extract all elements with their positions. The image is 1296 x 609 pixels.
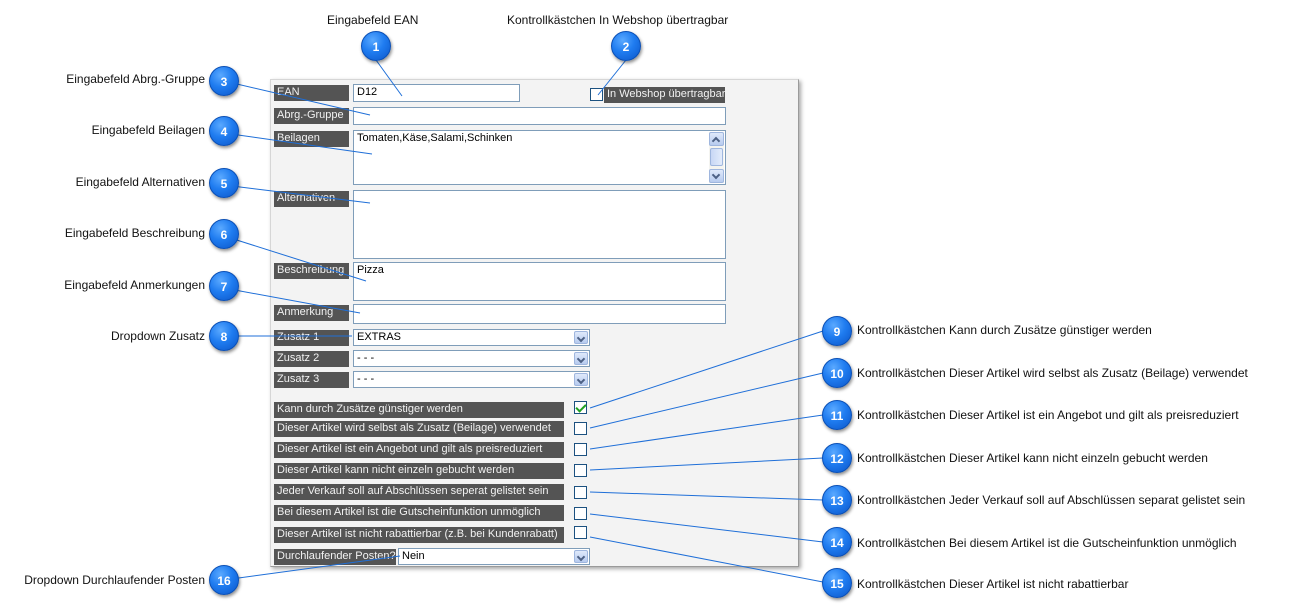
durchlaufend-value: Nein	[402, 550, 425, 562]
annotation-13-text: Kontrollkästchen Jeder Verkauf soll auf …	[857, 493, 1246, 507]
beschreibung-label: Beschreibung	[274, 263, 349, 279]
chevron-down-icon[interactable]	[574, 373, 588, 386]
annotation-8-text: Dropdown Zusatz	[110, 329, 205, 343]
annotation-12-text: Kontrollkästchen Dieser Artikel kann nic…	[857, 451, 1208, 465]
annotation-4-text: Eingabefeld Beilagen	[91, 123, 205, 137]
zusatz-3-dropdown[interactable]: - - -	[353, 371, 590, 388]
check-label-rabatt: Dieser Artikel ist nicht rabattierbar (z…	[274, 527, 564, 543]
scroll-up-icon[interactable]	[709, 132, 724, 146]
beilagen-label: Beilagen	[274, 131, 349, 147]
abrg-gruppe-input[interactable]	[353, 107, 726, 125]
checkbox-separat[interactable]	[574, 486, 587, 499]
alternativen-label: Alternativen	[274, 191, 349, 207]
annotation-2-text: Kontrollkästchen In Webshop übertragbar	[507, 13, 729, 27]
zusatz-1-dropdown[interactable]: EXTRAS	[353, 329, 590, 346]
anmerkung-input[interactable]	[353, 304, 726, 324]
zusatz-1-value: EXTRAS	[357, 331, 402, 343]
annotation-6-text: Eingabefeld Beschreibung	[64, 226, 205, 240]
callout-badge-6: 6	[209, 219, 239, 249]
callout-badge-5: 5	[209, 168, 239, 198]
annotation-9-text: Kontrollkästchen Kann durch Zusätze güns…	[857, 323, 1152, 337]
annotation-15-text: Kontrollkästchen Dieser Artikel ist nich…	[857, 577, 1129, 591]
callout-badge-11: 11	[822, 400, 852, 430]
check-label-angebot: Dieser Artikel ist ein Angebot und gilt …	[274, 442, 564, 458]
beilagen-textarea[interactable]: Tomaten,Käse,Salami,Schinken	[353, 130, 726, 185]
abrg-gruppe-label: Abrg.-Gruppe	[274, 108, 349, 124]
check-label-gutschein: Bei diesem Artikel ist die Gutscheinfunk…	[274, 505, 564, 521]
check-label-separat: Jeder Verkauf soll auf Abschlüssen seper…	[274, 484, 564, 500]
beilagen-text: Tomaten,Käse,Salami,Schinken	[357, 132, 513, 144]
annotation-16-text: Dropdown Durchlaufender Posten	[24, 573, 205, 587]
callout-badge-12: 12	[822, 443, 852, 473]
callout-badge-7: 7	[209, 271, 239, 301]
zusatz-2-value: - - -	[357, 352, 375, 364]
durchlaufend-dropdown[interactable]: Nein	[398, 548, 590, 565]
check-label-zusatz: Dieser Artikel wird selbst als Zusatz (B…	[274, 421, 564, 437]
callout-badge-1: 1	[361, 31, 391, 61]
callout-badge-15: 15	[822, 568, 852, 598]
checkbox-rabatt[interactable]	[574, 526, 587, 539]
scroll-thumb[interactable]	[710, 148, 723, 166]
checkbox-einzeln[interactable]	[574, 464, 587, 477]
annotation-14-text: Kontrollkästchen Bei diesem Artikel ist …	[857, 536, 1237, 550]
callout-badge-2: 2	[611, 31, 641, 61]
chevron-down-icon[interactable]	[574, 352, 588, 365]
webshop-checkbox[interactable]	[590, 88, 603, 101]
zusatz-1-label: Zusatz 1	[274, 330, 349, 346]
checkbox-angebot[interactable]	[574, 443, 587, 456]
beilagen-scrollbar[interactable]	[709, 132, 724, 183]
scroll-down-icon[interactable]	[709, 169, 724, 183]
annotation-1-text: Eingabefeld EAN	[327, 13, 419, 27]
annotation-3-text: Eingabefeld Abrg.-Gruppe	[66, 72, 205, 86]
anmerkung-label: Anmerkung	[274, 305, 349, 321]
annotation-7-text: Eingabefeld Anmerkungen	[64, 278, 205, 292]
ean-input[interactable]: D12	[353, 84, 520, 102]
checkbox-gutschein[interactable]	[574, 507, 587, 520]
beschreibung-textarea[interactable]: Pizza	[353, 262, 726, 301]
check-label-einzeln: Dieser Artikel kann nicht einzeln gebuch…	[274, 463, 564, 479]
ean-label: EAN	[274, 85, 349, 101]
durchlaufend-label: Durchlaufender Posten?	[274, 549, 396, 565]
callout-badge-3: 3	[209, 66, 239, 96]
zusatz-2-dropdown[interactable]: - - -	[353, 350, 590, 367]
callout-badge-13: 13	[822, 485, 852, 515]
annotation-10-text: Kontrollkästchen Dieser Artikel wird sel…	[857, 366, 1248, 380]
callout-badge-9: 9	[822, 316, 852, 346]
callout-badge-16: 16	[209, 565, 239, 595]
callout-badge-14: 14	[822, 527, 852, 557]
annotation-11-text: Kontrollkästchen Dieser Artikel ist ein …	[857, 408, 1239, 422]
zusatz-2-label: Zusatz 2	[274, 351, 349, 367]
chevron-down-icon[interactable]	[574, 550, 588, 563]
checkbox-zusatz[interactable]	[574, 422, 587, 435]
alternativen-textarea[interactable]	[353, 190, 726, 259]
zusatz-3-label: Zusatz 3	[274, 372, 349, 388]
callout-badge-4: 4	[209, 116, 239, 146]
callout-badge-10: 10	[822, 358, 852, 388]
callout-badge-8: 8	[209, 321, 239, 351]
checkbox-guenstiger[interactable]	[574, 401, 587, 414]
check-label-guenstiger: Kann durch Zusätze günstiger werden	[274, 402, 564, 418]
chevron-down-icon[interactable]	[574, 331, 588, 344]
webshop-label: In Webshop übertragbar	[604, 87, 725, 103]
annotation-5-text: Eingabefeld Alternativen	[75, 175, 205, 189]
zusatz-3-value: - - -	[357, 373, 375, 385]
